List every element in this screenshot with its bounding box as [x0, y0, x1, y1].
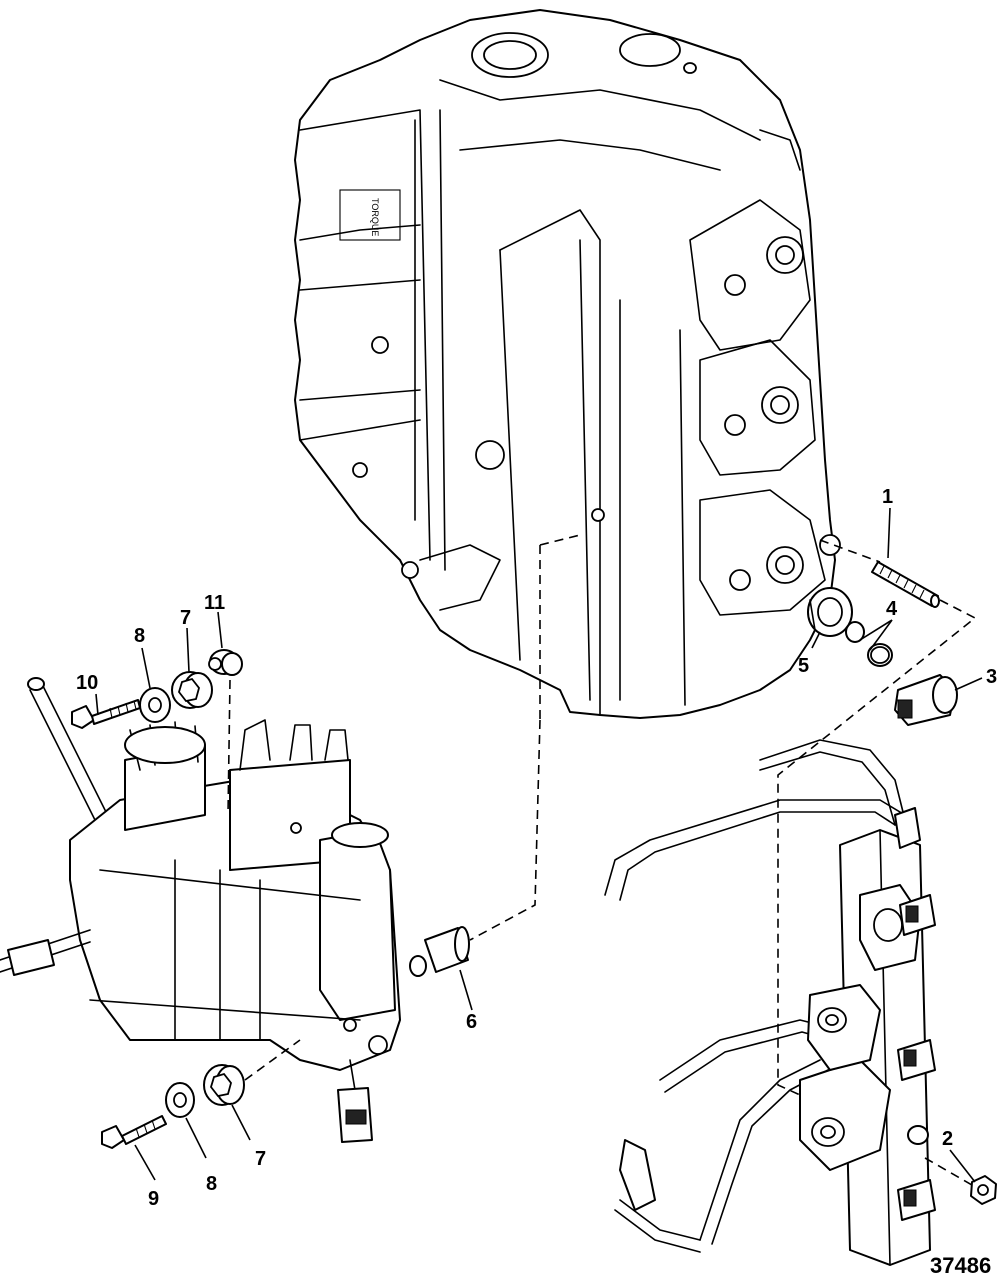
part-1-stud: [871, 561, 940, 608]
figure-number: 37486: [930, 1253, 991, 1278]
vapor-separator-assembly: [0, 677, 401, 1143]
callout-7-top: 7: [180, 607, 191, 629]
part-7-grommet-bottom: [203, 1064, 245, 1106]
engine-block: TORQUE: [294, 9, 841, 719]
part-7-grommet-top: [171, 671, 213, 709]
part-9-bolt: [101, 1115, 167, 1149]
callout-8-top: 8: [134, 625, 145, 647]
part-8-washer-bottom: [165, 1082, 195, 1118]
assembly-lines: [227, 534, 977, 1186]
part-8-washer-top: [139, 687, 171, 723]
callout-6: 6: [466, 1011, 477, 1033]
callout-10: 10: [76, 672, 98, 694]
callout-4: 4: [886, 598, 898, 620]
callout-1: 1: [882, 486, 893, 508]
leader-lines: [95, 507, 983, 1183]
part-10-bolt: [71, 699, 141, 729]
callout-3: 3: [986, 666, 997, 688]
part-3-sensor: [894, 674, 958, 726]
callout-5: 5: [798, 655, 809, 677]
callouts: 1 2 3 4 5 6 7 7 8 8 9 10 11: [76, 486, 997, 1210]
callout-9: 9: [148, 1188, 159, 1210]
part-11-fitting: [208, 649, 243, 676]
part-5-seal: [807, 587, 853, 637]
callout-7-bottom: 7: [255, 1148, 266, 1170]
callout-2: 2: [942, 1128, 953, 1150]
torque-label-text: TORQUE: [370, 198, 380, 236]
callout-11: 11: [204, 592, 225, 614]
part-4-o-rings: [845, 621, 893, 667]
part-2-nut: [970, 1175, 997, 1205]
callout-8-bottom: 8: [206, 1173, 217, 1195]
cylinder-ports: [689, 199, 841, 616]
fuel-rail-assembly: [604, 739, 936, 1266]
part-6-fitting: [409, 926, 470, 977]
